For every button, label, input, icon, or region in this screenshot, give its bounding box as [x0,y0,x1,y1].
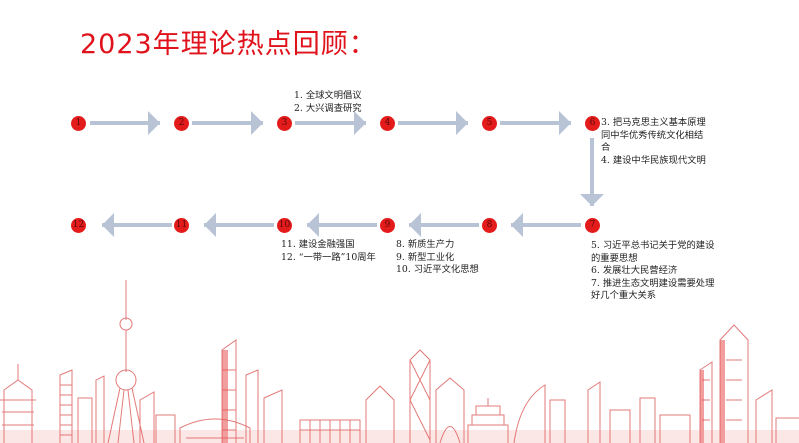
node-1: 1 [71,116,86,131]
note-node-10: 11. 建设金融强国 12. “一带一路”10周年 [281,239,376,264]
node-8: 8 [482,218,497,233]
note-line: 9. 新型工业化 [396,251,455,263]
note-node-6: 3. 把马克思主义基本原理 同中华优秀传统文化相结 合 4. 建设中华民族现代文… [601,117,706,167]
note-line: 3. 把马克思主义基本原理 [601,117,706,128]
node-5: 5 [482,116,497,131]
node-3: 3 [277,116,292,131]
note-node-3: 1. 全球文明倡议 2. 大兴调查研究 [294,90,362,115]
note-line: 合 [601,142,611,153]
note-line: 11. 建设金融强国 [281,239,355,250]
note-line: 10. 习近平文化思想 [396,264,479,275]
note-line: 1. 全球文明倡议 [294,90,362,101]
node-12: 12 [71,218,86,233]
node-4: 4 [380,116,395,131]
note-line: 2. 大兴调查研究 [294,102,362,114]
node-11: 11 [174,218,189,233]
note-line: 6. 发展壮大民营经济 [591,265,678,276]
node-9: 9 [380,218,395,233]
note-line: 12. “一带一路”10周年 [281,251,376,263]
node-7: 7 [585,218,600,233]
note-line: 同中华优秀传统文化相结 [601,129,704,141]
city-skyline-decoration [0,280,799,443]
note-line: 5. 习近平总书记关于党的建设 [591,240,715,251]
note-node-9: 8. 新质生产力 9. 新型工业化 10. 习近平文化思想 [396,239,479,277]
node-2: 2 [174,116,189,131]
node-10: 10 [277,218,292,233]
note-line: 4. 建设中华民族现代文明 [601,154,706,166]
note-line: 好几个重大关系 [591,290,657,301]
note-line: 8. 新质生产力 [396,239,455,250]
page-title: 2023年理论热点回顾： [80,29,377,60]
note-line: 7. 推进生态文明建设需要处理 [591,277,715,289]
node-6: 6 [585,116,600,131]
note-node-7: 5. 习近平总书记关于党的建设 的重要思想 6. 发展壮大民营经济 7. 推进生… [591,240,714,303]
note-line: 的重要思想 [591,252,638,264]
